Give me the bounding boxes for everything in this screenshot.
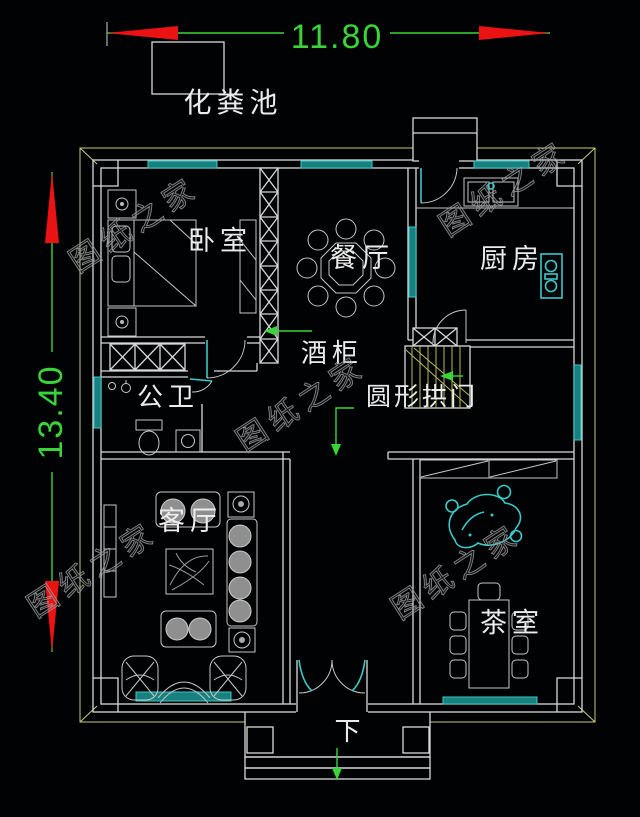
nightstand <box>107 307 137 337</box>
kitchen-sink <box>463 177 519 207</box>
stair-direction-arrow <box>440 371 453 381</box>
dining-table <box>320 242 372 294</box>
loveseat-top <box>155 491 221 528</box>
wall-unit <box>103 504 117 598</box>
interior-walls <box>101 167 574 712</box>
dimension-arrow-down <box>45 581 59 652</box>
kitchen-exterior-door <box>420 167 458 204</box>
kitchen-stair-door <box>432 309 467 344</box>
septic-tank: 化粪池 <box>151 41 282 118</box>
top-dimension: 11.80 <box>106 18 550 56</box>
bed <box>107 219 197 307</box>
windows <box>93 160 582 705</box>
window-tearoom-bottom <box>442 696 538 705</box>
landscape-rock <box>445 484 523 549</box>
entrance-double-door <box>298 659 366 694</box>
loveseat-bottom <box>160 610 217 648</box>
bathroom-label: 公卫 <box>137 382 199 412</box>
watermark-text: 图纸之家 <box>64 171 206 279</box>
wardrobe <box>239 219 257 314</box>
wine-cabinet-label: 酒柜 <box>301 338 363 368</box>
living-room-label: 客厅 <box>158 506 222 536</box>
watermarks: 图纸之家 图纸之家 图纸之家 图纸之家 图纸之家 <box>21 134 576 626</box>
side-cabinet <box>419 459 558 479</box>
nightstand <box>107 189 137 219</box>
chimney <box>412 117 478 162</box>
leader-arrows <box>264 326 354 456</box>
closet-hatched <box>109 343 186 371</box>
curved-table <box>157 681 211 704</box>
wine-cabinet-leader-arrow <box>264 326 277 336</box>
dimension-arrow-left <box>107 26 178 40</box>
side-table-bottom <box>228 627 256 653</box>
bedroom-door <box>206 339 246 379</box>
archway-leader-arrow <box>331 444 341 456</box>
window-stair-right <box>573 364 582 441</box>
window-bathroom-left <box>93 376 102 429</box>
down-label: 下 <box>334 716 365 746</box>
entry-direction-arrow <box>332 768 342 780</box>
porch-column-left <box>246 726 274 754</box>
kitchen-label: 厨房 <box>480 244 544 274</box>
bathroom-fixtures <box>108 380 201 456</box>
armchair-left <box>121 655 159 701</box>
round-archway-label: 圆形拱门 <box>366 383 478 411</box>
tea-chair <box>477 582 501 601</box>
height-dimension-text: 13.40 <box>32 364 70 459</box>
window-dining-kitchen <box>408 226 417 298</box>
staircase <box>404 345 471 409</box>
armchair-right <box>209 655 247 701</box>
dimension-arrow-right <box>479 26 550 40</box>
window-dining-top <box>300 160 373 169</box>
tea-chairs-right <box>511 611 529 679</box>
doors <box>189 167 467 694</box>
toilet <box>135 419 163 456</box>
porch <box>244 712 431 780</box>
septic-tank-label: 化粪池 <box>183 87 282 118</box>
septic-tank-box <box>151 41 225 95</box>
coffee-table-rug <box>165 548 214 595</box>
wine-cabinet-hatched-wall <box>259 167 279 364</box>
bedroom-label: 卧室 <box>188 226 252 256</box>
roof-eave-outline <box>79 147 596 723</box>
side-table-top <box>227 491 255 518</box>
tea-chairs-left <box>449 611 467 679</box>
dining-room-label: 餐厅 <box>330 243 394 273</box>
window-kitchen-top <box>473 160 530 169</box>
width-dimension-text: 11.80 <box>291 18 384 56</box>
bathroom-door <box>189 378 213 393</box>
left-dimension: 13.40 <box>32 172 70 652</box>
kitchen-furniture <box>416 177 574 299</box>
dimension-arrow-up <box>45 172 59 243</box>
living-room-furniture <box>103 491 258 704</box>
stove <box>540 253 563 299</box>
porch-column-right <box>402 726 430 754</box>
room-labels: 卧室 餐厅 厨房 酒柜 公卫 圆形拱门 客厅 茶室 下 <box>137 226 544 746</box>
bedroom-furniture <box>107 189 257 337</box>
tea-room-furniture <box>419 459 558 689</box>
sofa-long <box>226 518 258 627</box>
dining-chairs <box>296 218 396 318</box>
dining-furniture <box>296 218 396 318</box>
tea-room-label: 茶室 <box>480 608 544 638</box>
window-bedroom-top <box>147 160 218 169</box>
tv-cabinet <box>135 691 232 702</box>
bathroom-sink <box>175 429 201 453</box>
